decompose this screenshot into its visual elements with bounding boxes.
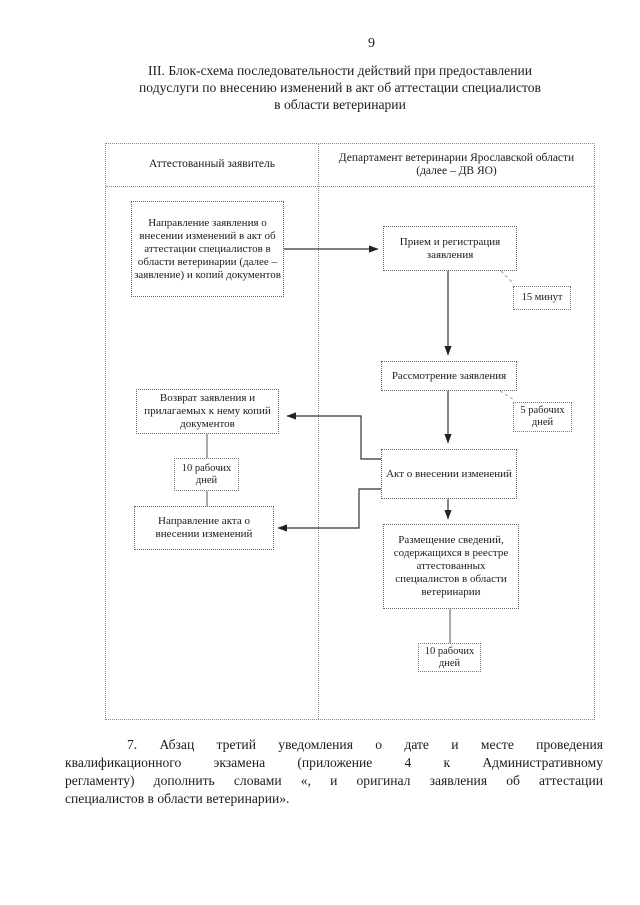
arrow-act-to-return-application [286, 412, 381, 460]
amendment-paragraph: 7. Абзац третий уведомления о дате и мес… [65, 736, 603, 808]
node-send-act: Направление акта о внесении изменений [134, 506, 274, 550]
header-separator-line [106, 186, 594, 187]
column-header-department: Департамент ветеринарии Ярославской обла… [338, 151, 575, 178]
amendment-paragraph-line: регламенту) дополнить словами «, и ориги… [65, 773, 603, 788]
callout-line-15-min [500, 270, 515, 285]
node-reception: Прием и регистрация заявления [383, 226, 517, 271]
callout-line-5-days [499, 390, 515, 401]
amendment-paragraph-line: 7. Абзац третий уведомления о дате и мес… [127, 737, 603, 752]
node-act: Акт о внесении изменений [381, 449, 517, 499]
section-title-line: подуслуги по внесению изменений в акт об… [139, 80, 541, 95]
node-return-application: Возврат заявления и прилагаемых к нему к… [136, 389, 279, 434]
arrow-act-to-send-act [277, 488, 381, 532]
column-header-applicant: Аттестованный заявитель [149, 158, 275, 171]
node-send-application: Направление заявления о внесении изменен… [131, 201, 284, 297]
section-title-line: III. Блок-схема последовательности дейст… [147, 63, 533, 78]
flowchart: Аттестованный заявитель Департамент вете… [105, 143, 595, 720]
page-number: 9 [368, 36, 375, 51]
amendment-paragraph-line: квалификационного экзамена (приложение 4… [65, 755, 603, 770]
node-time-reception-15-min: 15 минут [513, 286, 571, 310]
section-title-line: в области ветеринарии [274, 97, 406, 112]
node-publish: Размещение сведений, содержащихся в реес… [383, 524, 519, 609]
node-time-review-5-days: 5 рабочих дней [513, 402, 572, 432]
node-time-publish-10-days: 10 рабочих дней [418, 643, 481, 672]
node-time-return-10-days: 10 рабочих дней [174, 458, 239, 491]
amendment-paragraph-line: специалистов в области ветеринарии». [65, 791, 290, 806]
node-review: Рассмотрение заявления [381, 361, 517, 391]
column-divider-line [318, 144, 319, 719]
section-title: III. Блок-схема последовательности дейст… [70, 62, 610, 113]
